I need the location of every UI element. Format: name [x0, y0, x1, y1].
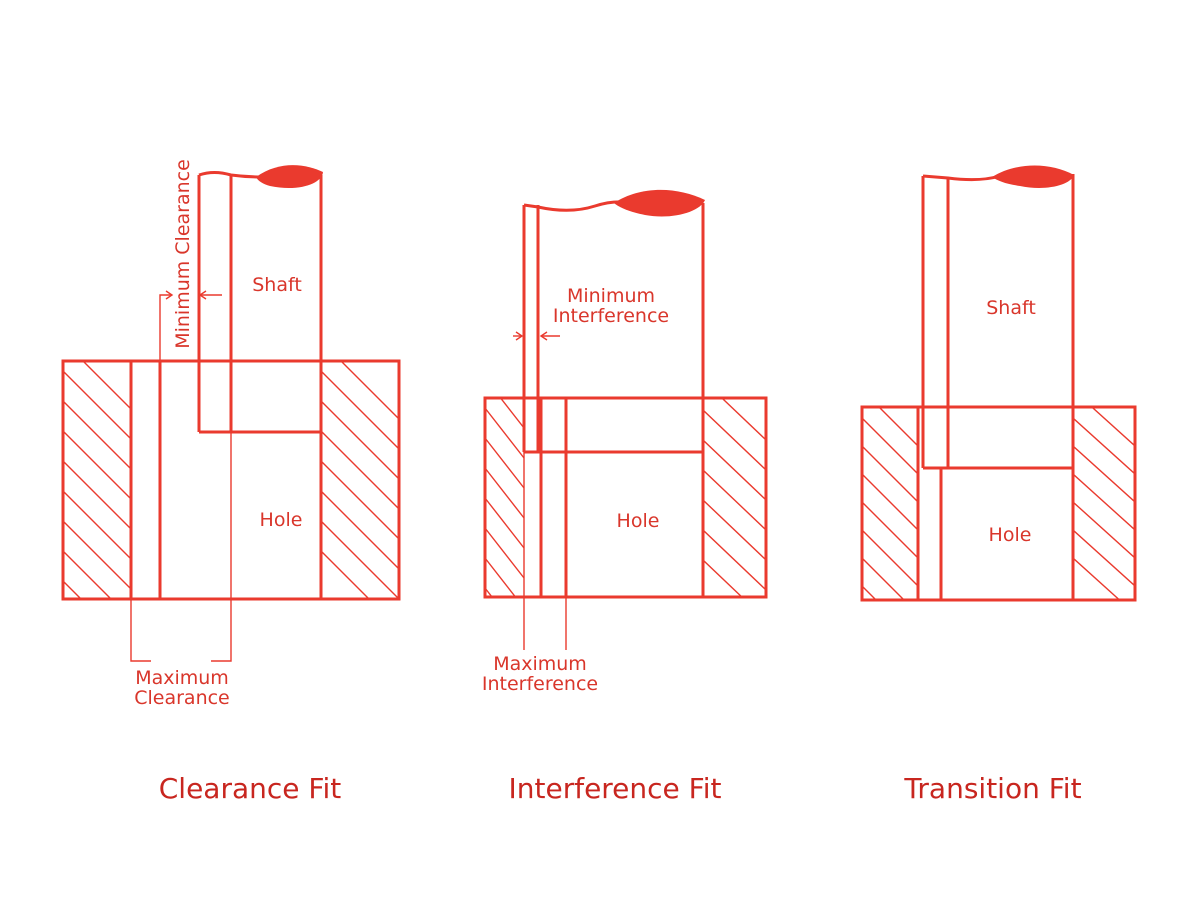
interference-hatch-left	[485, 398, 524, 597]
minimum-interference-label-line1: Minimum	[567, 285, 655, 307]
clearance-hatch-left	[63, 361, 131, 599]
transition-hole-label: Hole	[989, 524, 1032, 546]
transition-fit-diagram: Shaft Hole Transition Fit	[860, 165, 1137, 805]
transition-shaft	[921, 165, 1075, 470]
minimum-interference-label-line2: Interference	[553, 305, 669, 327]
clearance-shaft	[197, 165, 323, 434]
clearance-fit-diagram: Shaft Hole Minimum Clearance Maximum Cle…	[61, 159, 401, 805]
clearance-shaft-label: Shaft	[252, 274, 302, 296]
interference-shaft	[522, 189, 705, 454]
maximum-clearance-label-line1: Maximum	[135, 667, 229, 689]
transition-fit-caption: Transition Fit	[903, 772, 1081, 805]
transition-shaft-label: Shaft	[986, 297, 1036, 319]
interference-hatch-right	[703, 398, 766, 597]
interference-hole-label: Hole	[617, 510, 660, 532]
clearance-hatch-right	[321, 361, 399, 599]
transition-hatch-right	[1073, 407, 1135, 600]
transition-hatch-left	[862, 407, 918, 600]
interference-fit-diagram: Minimum Interference Hole Maximum Interf…	[482, 189, 768, 805]
interference-hole-block	[483, 396, 768, 599]
minimum-clearance-label: Minimum Clearance	[172, 159, 194, 349]
interference-dimensions	[513, 331, 567, 650]
maximum-interference-label-line1: Maximum	[493, 653, 587, 675]
maximum-clearance-label-line2: Clearance	[134, 687, 230, 709]
clearance-hole-label: Hole	[260, 509, 303, 531]
transition-hole-block	[860, 405, 1137, 602]
clearance-fit-caption: Clearance Fit	[159, 772, 342, 805]
clearance-dimensions	[130, 290, 232, 662]
interference-fit-caption: Interference Fit	[508, 772, 721, 805]
maximum-interference-label-line2: Interference	[482, 673, 598, 695]
